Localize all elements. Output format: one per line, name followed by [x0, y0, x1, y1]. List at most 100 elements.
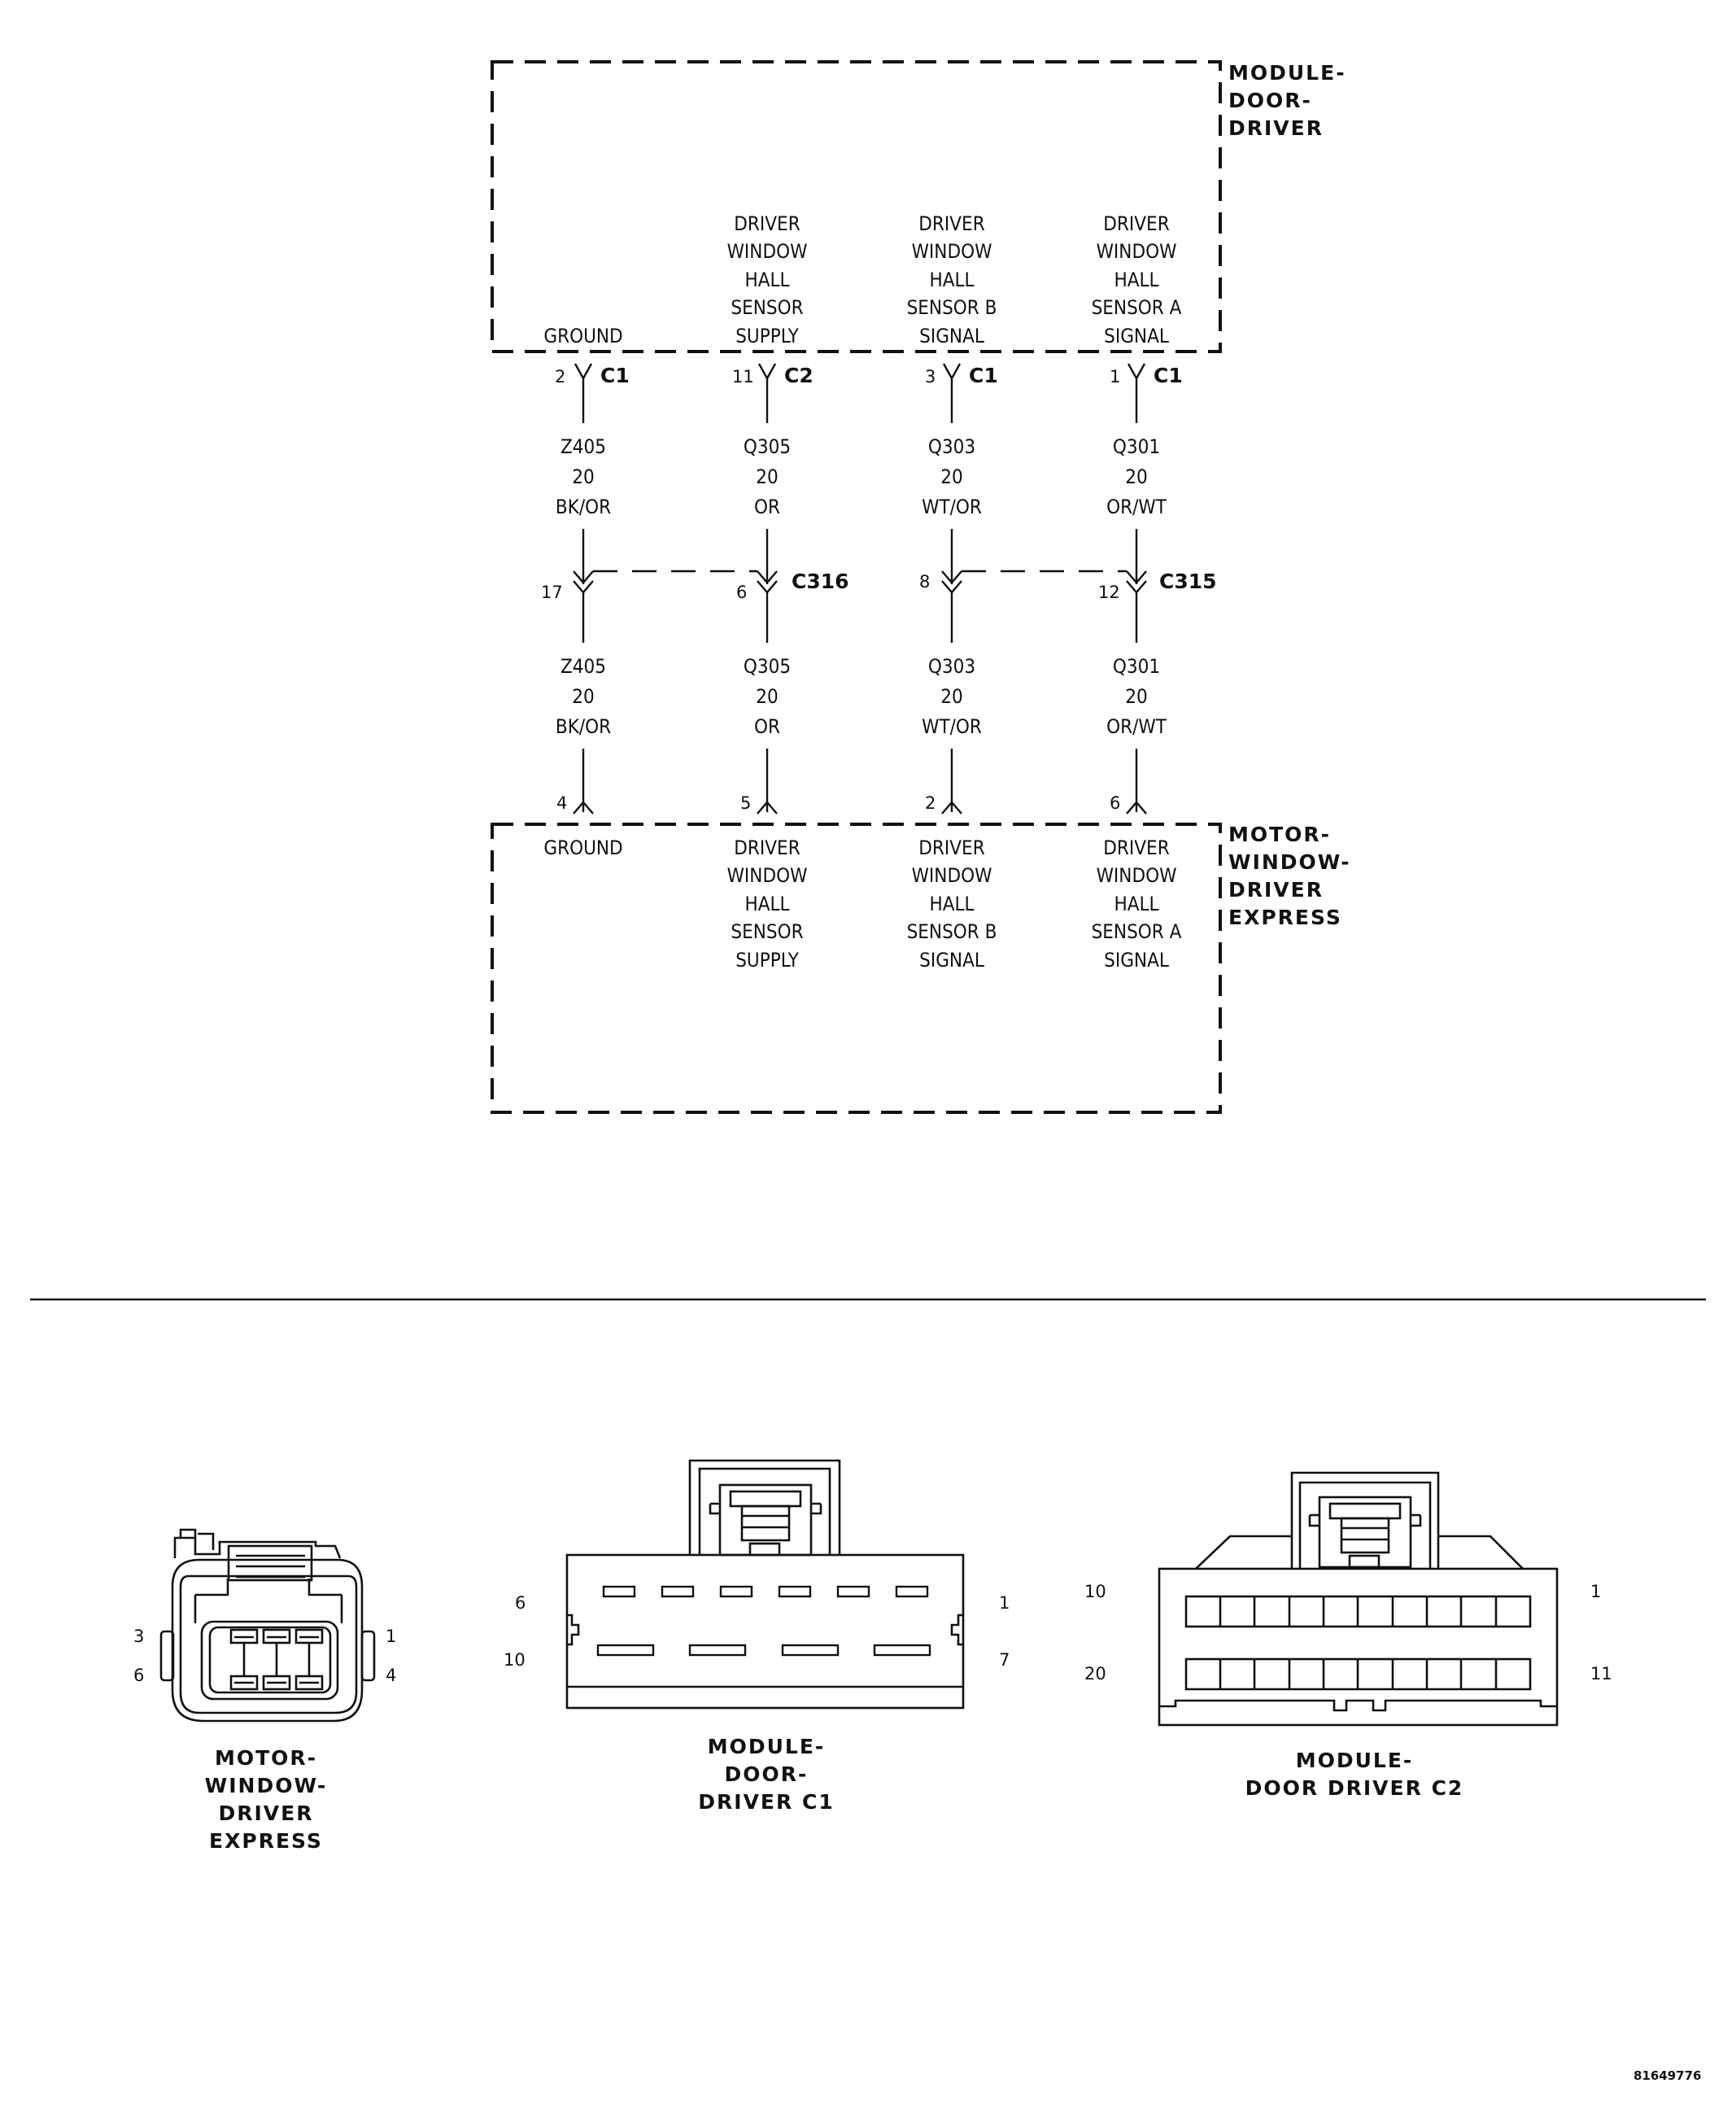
- c1-view-title-2: DOOR-: [725, 1762, 809, 1786]
- motor-view-pin-3: 3: [133, 1627, 144, 1646]
- top-conn-supply: C2: [784, 364, 813, 387]
- wire-lower-z405-color: BK/OR: [556, 715, 611, 738]
- top-pin-sensora: 1: [1110, 367, 1120, 386]
- bottom-label-supply-4: SENSOR: [731, 920, 803, 943]
- c316-label: C316: [792, 570, 849, 593]
- wire-upper-q305-gauge: 20: [756, 465, 778, 488]
- module-door-driver-box: [491, 60, 1222, 353]
- connector-view-motor: [159, 1528, 376, 1723]
- bottom-label-sensorb-2: WINDOW: [912, 864, 992, 887]
- module-door-driver-title-3: DRIVER: [1228, 116, 1324, 140]
- motor-title-2: WINDOW-: [1228, 850, 1351, 874]
- motor-title-4: EXPRESS: [1228, 906, 1342, 929]
- bottom-label-supply-2: WINDOW: [727, 864, 808, 887]
- top-pin-supply: 11: [732, 367, 754, 386]
- motor-view-title-2: WINDOW-: [205, 1774, 328, 1797]
- top-pin-sensorb: 3: [925, 367, 936, 386]
- bottom-pin-supply: 5: [740, 793, 751, 813]
- wire-lower-z405-circuit: Z405: [560, 655, 606, 678]
- top-label-supply-3: HALL: [744, 269, 789, 291]
- bottom-label-sensorb-3: HALL: [929, 893, 974, 915]
- inline-connector-wires: [573, 529, 1147, 643]
- wire-upper-q303-gauge: 20: [940, 465, 962, 488]
- bottom-pin-sensorb: 2: [925, 793, 936, 813]
- top-label-sensorb-4: SENSOR B: [907, 296, 997, 319]
- top-conn-sensora: C1: [1154, 364, 1183, 387]
- bottom-label-sensora-2: WINDOW: [1097, 864, 1177, 887]
- top-label-sensorb-2: WINDOW: [912, 240, 992, 263]
- wire-lower-q303-circuit: Q303: [928, 655, 975, 678]
- bottom-label-sensora-4: SENSOR A: [1092, 920, 1182, 943]
- c316-pin-6: 6: [736, 583, 747, 602]
- bottom-pin-ground: 4: [556, 793, 567, 813]
- wire-upper-q305-circuit: Q305: [744, 435, 791, 458]
- module-door-driver-title-2: DOOR-: [1228, 89, 1312, 112]
- c2-view-pin-11: 11: [1590, 1664, 1612, 1684]
- top-label-sensora-1: DRIVER: [1103, 212, 1169, 235]
- connector-view-module-c1: [565, 1459, 965, 1710]
- top-label-sensora-3: HALL: [1114, 269, 1158, 291]
- c315-label: C315: [1159, 570, 1217, 593]
- c2-view-title-1: MODULE-: [1296, 1749, 1414, 1772]
- wire-lower-q301-color: OR/WT: [1106, 715, 1167, 738]
- motor-view-pin-1: 1: [386, 1627, 396, 1646]
- c315-pin-8: 8: [919, 572, 930, 592]
- bottom-pin-sensora: 6: [1110, 793, 1120, 813]
- wire-upper-q301-gauge: 20: [1125, 465, 1147, 488]
- wire-upper-z405-gauge: 20: [572, 465, 594, 488]
- bottom-pin-symbols: [573, 749, 1147, 814]
- top-label-supply-4: SENSOR: [731, 296, 803, 319]
- motor-view-pin-6: 6: [133, 1666, 144, 1685]
- wire-upper-q303-circuit: Q303: [928, 435, 975, 458]
- bottom-label-sensora-3: HALL: [1114, 893, 1158, 915]
- top-label-sensora-2: WINDOW: [1097, 240, 1177, 263]
- top-pin-symbols: [574, 363, 1146, 423]
- c1-view-title-1: MODULE-: [708, 1735, 826, 1758]
- wire-lower-q301-circuit: Q301: [1113, 655, 1160, 678]
- wire-upper-z405-color: BK/OR: [556, 496, 611, 518]
- top-label-ground: GROUND: [543, 325, 622, 347]
- figure-id: 81649776: [1633, 2068, 1702, 2083]
- top-label-sensorb-5: SIGNAL: [919, 325, 984, 347]
- bottom-label-sensora-5: SIGNAL: [1104, 949, 1169, 972]
- wire-lower-q305-gauge: 20: [756, 685, 778, 708]
- top-label-sensora-5: SIGNAL: [1104, 325, 1169, 347]
- wire-lower-q305-circuit: Q305: [744, 655, 791, 678]
- module-door-driver-title-1: MODULE-: [1228, 61, 1346, 85]
- bottom-label-sensorb-4: SENSOR B: [907, 920, 997, 943]
- c1-view-pin-7: 7: [999, 1650, 1010, 1670]
- bottom-label-supply-3: HALL: [744, 893, 789, 915]
- c2-view-pin-20: 20: [1084, 1664, 1106, 1684]
- c316-pin-17: 17: [541, 583, 563, 602]
- motor-window-driver-express-box: [491, 823, 1222, 1114]
- motor-view-pin-4: 4: [386, 1666, 396, 1685]
- motor-view-title-1: MOTOR-: [215, 1746, 317, 1770]
- top-label-sensorb-1: DRIVER: [918, 212, 984, 235]
- bottom-label-supply-5: SUPPLY: [735, 949, 799, 972]
- top-label-supply-2: WINDOW: [727, 240, 808, 263]
- bottom-label-sensora-1: DRIVER: [1103, 836, 1169, 859]
- c2-view-pin-1: 1: [1590, 1582, 1601, 1601]
- bottom-label-supply-1: DRIVER: [734, 836, 800, 859]
- c2-view-title-2: DOOR DRIVER C2: [1245, 1776, 1464, 1800]
- top-conn-ground: C1: [600, 364, 630, 387]
- connector-view-module-c2: [1158, 1471, 1559, 1727]
- motor-title-1: MOTOR-: [1228, 823, 1331, 846]
- top-label-sensorb-3: HALL: [929, 269, 974, 291]
- top-pin-ground: 2: [555, 367, 565, 386]
- top-label-supply-5: SUPPLY: [735, 325, 799, 347]
- wire-upper-z405-circuit: Z405: [560, 435, 606, 458]
- c1-view-pin-6: 6: [515, 1593, 526, 1613]
- wire-upper-q301-color: OR/WT: [1106, 496, 1167, 518]
- c315-pin-12: 12: [1098, 583, 1120, 602]
- wire-upper-q301-circuit: Q301: [1113, 435, 1160, 458]
- c1-view-pin-1: 1: [999, 1593, 1010, 1613]
- wire-lower-q303-color: WT/OR: [922, 715, 982, 738]
- wire-lower-q305-color: OR: [754, 715, 780, 738]
- motor-view-title-4: EXPRESS: [209, 1829, 323, 1853]
- bottom-label-sensorb-1: DRIVER: [918, 836, 984, 859]
- wire-upper-q303-color: WT/OR: [922, 496, 982, 518]
- c1-view-pin-10: 10: [504, 1650, 526, 1670]
- bottom-label-sensorb-5: SIGNAL: [919, 949, 984, 972]
- bottom-label-ground: GROUND: [543, 836, 622, 859]
